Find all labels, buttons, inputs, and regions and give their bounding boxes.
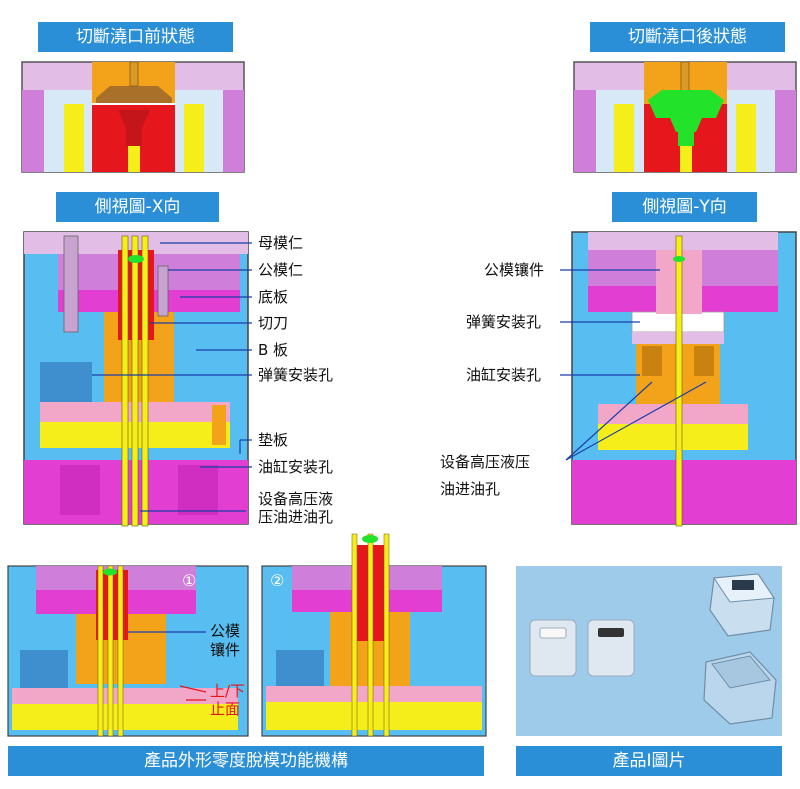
- before-gate-cut-diagram: [21, 61, 245, 173]
- label-core-insert-part-2: 镶件: [210, 641, 241, 659]
- label-upper-lower-stop-2: 止面: [210, 700, 241, 718]
- header-side-view-y: 側視圖-Y向: [612, 192, 757, 222]
- mechanism-step1-diagram: [7, 565, 249, 737]
- step2-marker: ②: [270, 571, 285, 590]
- header-side-view-x: 側視圖-X向: [56, 192, 219, 222]
- label-spacer-plate: 垫板: [258, 431, 289, 449]
- label-b-plate: B 板: [258, 341, 289, 359]
- header-product-image: 產品I圖片: [516, 746, 782, 776]
- label-cylinder-hole-y: 油缸安装孔: [466, 366, 542, 384]
- side-view-y-diagram: [560, 231, 797, 527]
- label-cylinder-hole-x: 油缸安装孔: [258, 458, 334, 476]
- label-core-insert-part-y: 公模镶件: [484, 261, 545, 279]
- step1-marker: ①: [182, 571, 197, 590]
- label-upper-lower-stop-1: 上/下: [210, 682, 246, 700]
- side-view-x-diagram: [23, 231, 252, 527]
- label-core-insert-part-1: 公模: [210, 622, 241, 640]
- product-3d-top: [709, 573, 775, 637]
- label-cavity-insert: 母模仁: [258, 234, 304, 252]
- label-hydraulic-line1-x: 设备高压液: [258, 490, 334, 508]
- label-spring-hole-y: 弹簧安装孔: [466, 313, 542, 331]
- label-hydraulic-line2-x: 压油进油孔: [258, 508, 334, 526]
- label-cutter: 切刀: [258, 314, 289, 332]
- after-gate-cut-diagram: [573, 61, 797, 173]
- label-spring-hole-x: 弹簧安装孔: [258, 366, 334, 384]
- header-before-gate-cut: 切斷澆口前狀態: [38, 22, 233, 52]
- header-mechanism: 產品外形零度脫模功能機構: [8, 746, 484, 776]
- label-hydraulic-line1-y: 设备高压液压: [440, 453, 531, 471]
- product-photos: [516, 566, 782, 736]
- label-core-insert: 公模仁: [258, 261, 304, 279]
- header-after-gate-cut: 切斷澆口後狀態: [590, 22, 785, 52]
- product-3d-bottom: [703, 651, 777, 725]
- label-bottom-plate: 底板: [258, 288, 289, 306]
- label-hydraulic-line2-y: 油进油孔: [440, 480, 501, 498]
- mechanism-step2-diagram: [261, 533, 487, 737]
